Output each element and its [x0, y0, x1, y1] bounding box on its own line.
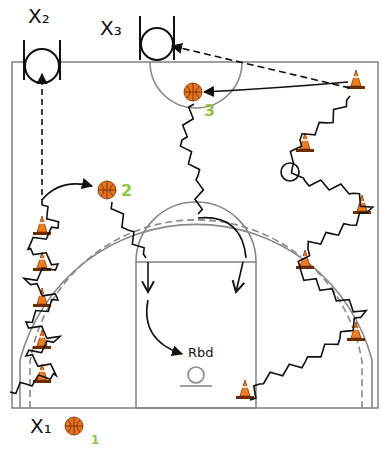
dribble-line — [111, 202, 146, 258]
dribble-line — [180, 104, 203, 214]
player-label: X₁ — [30, 416, 52, 436]
callout-number: 1 — [91, 434, 99, 446]
callout-number: 3 — [204, 103, 215, 119]
balls — [65, 83, 202, 435]
player-label: X₃ — [100, 18, 122, 38]
court-lines — [12, 62, 378, 408]
movement-lines — [10, 46, 373, 400]
dribble-line — [250, 96, 373, 400]
hoop-symbols — [24, 16, 174, 83]
player-label: X₂ — [28, 6, 50, 26]
cones — [33, 70, 371, 399]
callout-number: 2 — [121, 183, 132, 199]
action-label: Rbd — [186, 345, 216, 360]
dribble-line — [10, 205, 60, 394]
